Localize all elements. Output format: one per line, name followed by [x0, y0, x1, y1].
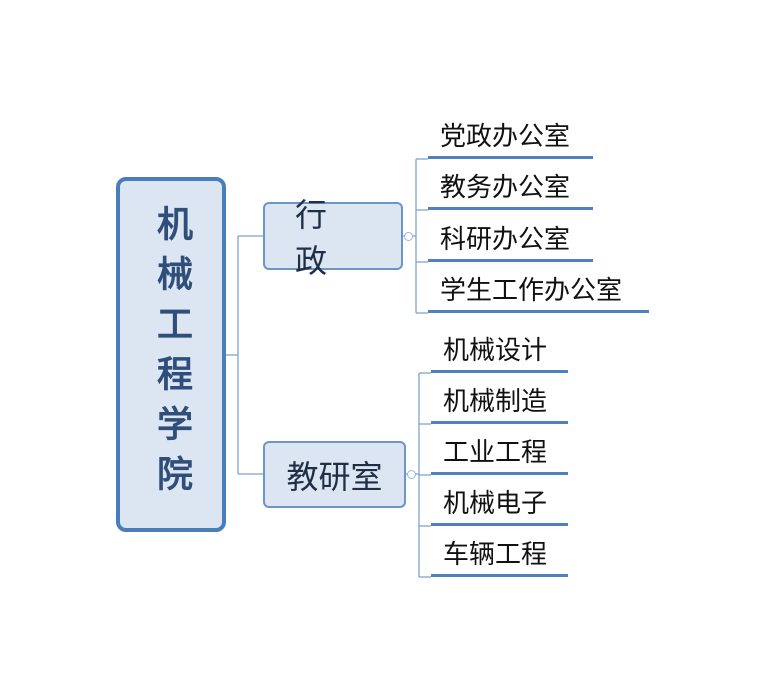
root-label: 机械工程学院	[151, 204, 192, 505]
branch-node-admin[interactable]: 行 政	[263, 196, 403, 280]
leaf-node[interactable]: 工业工程	[431, 435, 568, 475]
leaf-node[interactable]: 党政办公室	[428, 119, 593, 159]
leaf-node[interactable]: 机械制造	[431, 384, 568, 424]
root-node[interactable]: 机械工程学院	[116, 177, 226, 532]
branch-node-teaching[interactable]: 教研室	[263, 441, 406, 508]
branch-label: 行 政	[295, 196, 358, 280]
leaf-node[interactable]: 机械电子	[431, 486, 568, 526]
leaf-node[interactable]: 学生工作办公室	[428, 273, 649, 313]
leaf-node[interactable]: 车辆工程	[431, 537, 568, 577]
branch-label: 教研室	[286, 457, 383, 496]
leaf-node[interactable]: 教务办公室	[428, 170, 593, 210]
collapse-toggle-icon[interactable]	[404, 232, 413, 241]
leaf-node[interactable]: 科研办公室	[428, 222, 593, 262]
leaf-node[interactable]: 机械设计	[431, 333, 568, 373]
collapse-toggle-icon[interactable]	[407, 470, 416, 479]
